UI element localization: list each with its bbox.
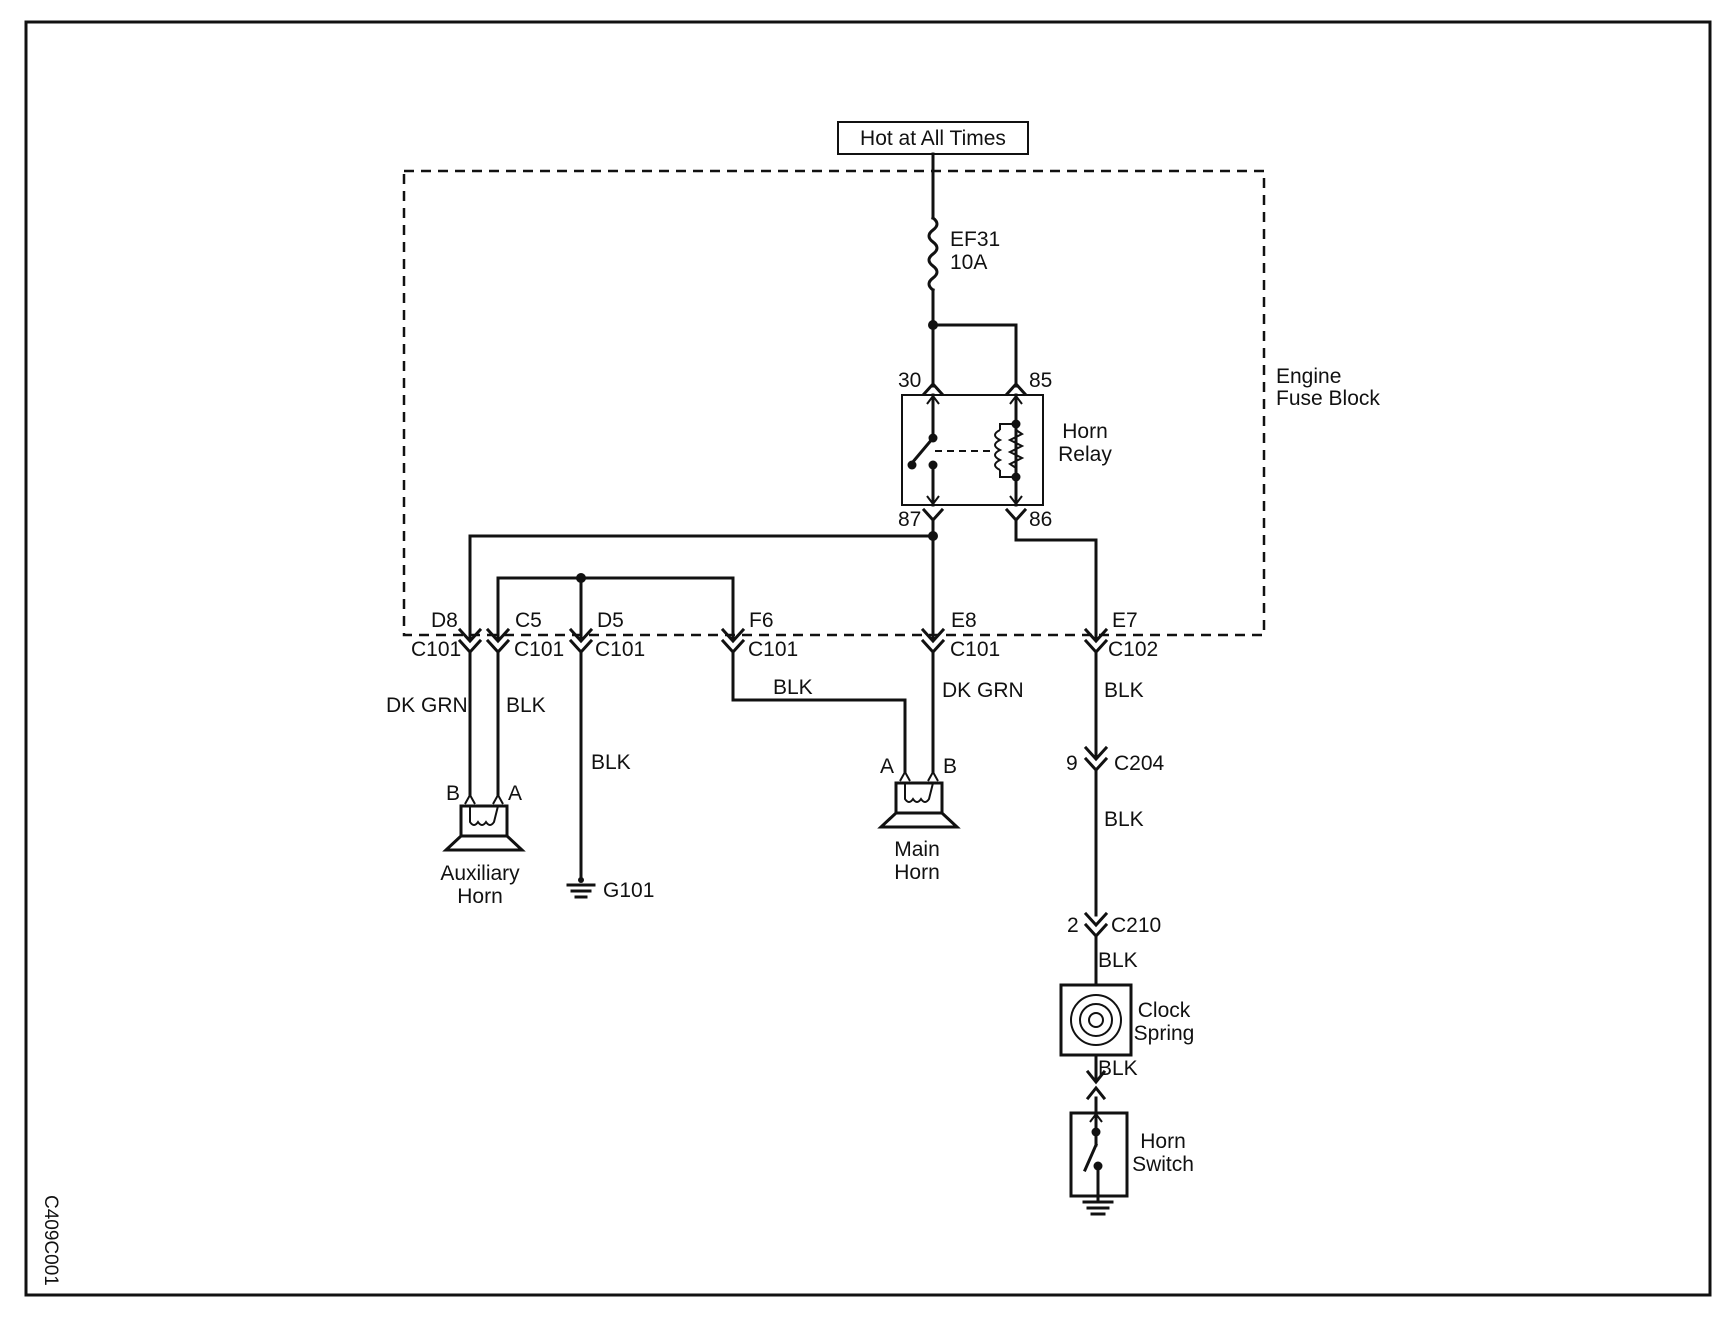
fuse-block-label-1: Engine — [1276, 365, 1341, 388]
auxiliary-horn: B A Auxiliary Horn — [440, 782, 526, 908]
clock-spring: Clock Spring — [1059, 983, 1195, 1057]
pin-e7: E7 — [1112, 609, 1138, 632]
c204-pin: 9 — [1066, 752, 1078, 775]
horn-switch-ground-icon — [1082, 1194, 1114, 1216]
pin-c5: C5 — [515, 609, 542, 632]
clock-spring-label-2: Spring — [1134, 1022, 1195, 1045]
connector-c204: 9 C204 — [1066, 745, 1165, 775]
c204-name: C204 — [1114, 752, 1165, 775]
engine-fuse-block-boundary — [402, 169, 1266, 637]
conn-d8: C101 — [411, 638, 461, 661]
pin-e8: E8 — [951, 609, 977, 632]
aux-horn-pin-a: A — [508, 782, 522, 805]
conn-f6: C101 — [748, 638, 798, 661]
horn-switch-label-1: Horn — [1140, 1130, 1186, 1153]
fuse-rating: 10A — [950, 251, 987, 274]
ground-label: G101 — [603, 879, 654, 902]
main-horn: A B Main Horn — [877, 755, 961, 884]
pin-f6: F6 — [749, 609, 774, 632]
relay-pin-86: 86 — [1029, 508, 1052, 531]
pin-d8: D8 — [431, 609, 458, 632]
relay-pin-85: 85 — [1029, 369, 1052, 392]
aux-horn-pin-b: B — [446, 782, 460, 805]
relay-label-1: Horn — [1062, 420, 1108, 443]
figure-id: C409C001 — [40, 1195, 61, 1286]
aux-horn-label-2: Horn — [457, 885, 503, 908]
fuse-block-label-2: Fuse Block — [1276, 387, 1380, 410]
wire-color-clock-out: BLK — [1098, 1057, 1138, 1080]
relay-label-2: Relay — [1058, 443, 1112, 466]
wire-color-c204: BLK — [1104, 808, 1144, 831]
conn-e8: C101 — [950, 638, 1000, 661]
relay-pin-87: 87 — [898, 508, 921, 531]
wire-color-c210: BLK — [1098, 949, 1138, 972]
conn-e7: C102 — [1108, 638, 1158, 661]
conn-d5: C101 — [595, 638, 645, 661]
aux-horn-label-1: Auxiliary — [440, 862, 520, 885]
horn-switch-label-2: Switch — [1132, 1153, 1194, 1176]
pin-d5: D5 — [597, 609, 624, 632]
page-frame — [24, 20, 1712, 1297]
main-horn-label-1: Main — [894, 838, 940, 861]
connector-c210: 2 C210 — [1067, 911, 1161, 939]
power-source-box: Hot at All Times — [837, 121, 1029, 155]
c210-name: C210 — [1111, 914, 1161, 937]
clock-spring-label-1: Clock — [1138, 999, 1191, 1022]
c210-pin: 2 — [1067, 914, 1079, 937]
power-source-label: Hot at All Times — [860, 127, 1006, 150]
ground-g101-icon — [566, 877, 596, 899]
wire-color-e8: DK GRN — [942, 679, 1024, 702]
main-horn-label-2: Horn — [894, 861, 940, 884]
wire-color-c5: BLK — [506, 694, 546, 717]
main-horn-pin-a: A — [880, 755, 894, 778]
wire-color-e7: BLK — [1104, 679, 1144, 702]
main-horn-pin-b: B — [943, 755, 957, 778]
fuse-name: EF31 — [950, 228, 1000, 251]
horn-switch: Horn Switch — [1069, 1096, 1194, 1200]
wire-color-d8: DK GRN — [386, 694, 468, 717]
wire-color-f6: BLK — [773, 676, 813, 699]
conn-c5: C101 — [514, 638, 564, 661]
horn-relay: Horn Relay — [901, 393, 1112, 507]
wire-color-d5: BLK — [591, 751, 631, 774]
fuse-ef31: EF31 10A — [927, 152, 1000, 388]
relay-pin-30: 30 — [898, 369, 921, 392]
